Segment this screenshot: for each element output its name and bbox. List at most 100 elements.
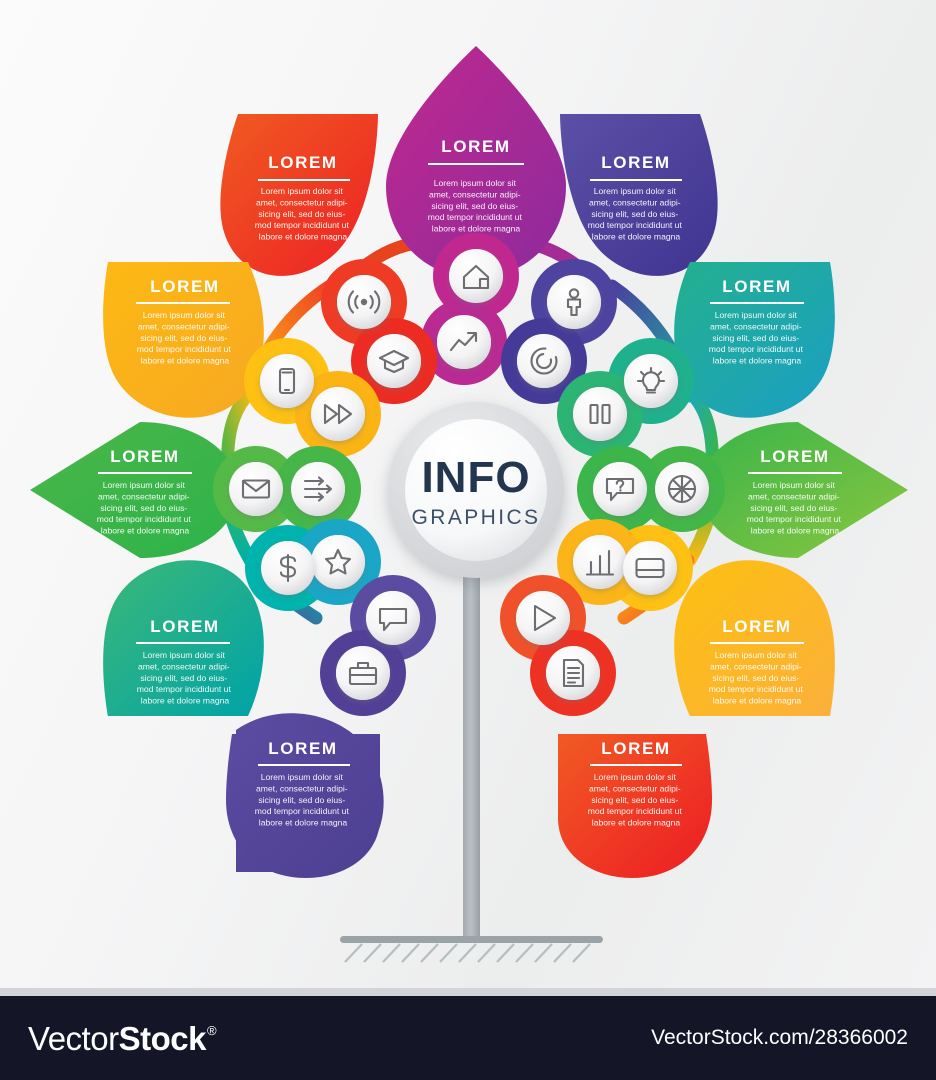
center-title-info: INFO xyxy=(421,453,530,502)
speech-bubble-icon xyxy=(378,607,408,632)
icon-button-graduation[interactable] xyxy=(367,334,421,388)
petal-title-mid-left: LOREM xyxy=(110,447,179,466)
ring-r-2[interactable] xyxy=(557,371,643,457)
credit-card-icon xyxy=(635,557,665,579)
icon-button-smartphone[interactable] xyxy=(260,354,314,408)
branch-top[interactable]: LOREM Lorem ipsum dolor sit amet, consec… xyxy=(386,46,566,278)
logo-part-vector: Vector xyxy=(28,1019,119,1057)
icon-button-creditcard[interactable] xyxy=(623,541,677,595)
branch-upper-left[interactable]: LOREM Lorem ipsum dolor sit amet, consec… xyxy=(220,114,378,276)
branch-bottom-left[interactable]: LOREM Lorem ipsum dolor sit amet, consec… xyxy=(226,713,384,878)
document-icon xyxy=(562,658,585,688)
petal-body-lower-left: Lorem ipsum dolor sit amet, consectetur … xyxy=(137,650,234,706)
branch-upper-right[interactable]: LOREM Lorem ipsum dolor sit amet, consec… xyxy=(560,114,718,276)
ring-pair-mid-right xyxy=(577,446,725,532)
logo-part-stock: Stock xyxy=(118,1019,207,1057)
smartphone-icon xyxy=(278,367,296,395)
petal-shape-right[interactable] xyxy=(674,262,835,418)
branch-bottom-right[interactable]: LOREM Lorem ipsum dolor sit amet, consec… xyxy=(558,734,712,878)
tree-infographic-svg: LOREM Lorem ipsum dolor sit amet, consec… xyxy=(30,46,908,963)
petal-shape-mid-right[interactable] xyxy=(700,422,908,558)
ring-pair-bottom-right xyxy=(500,575,616,716)
ring-l-2[interactable] xyxy=(295,371,381,457)
petal-shape-lower-right[interactable] xyxy=(674,560,835,716)
petal-shape-top[interactable] xyxy=(386,46,566,278)
ring-pair-lower-left xyxy=(245,519,381,611)
petal-body-mid-right: Lorem ipsum dolor sit amet, consectetur … xyxy=(747,480,844,536)
branch-left[interactable]: LOREM Lorem ipsum dolor sit amet, consec… xyxy=(103,262,264,418)
branch-mid-left[interactable]: LOREM Lorem ipsum dolor sit amet, consec… xyxy=(30,422,238,558)
branch-right[interactable]: LOREM Lorem ipsum dolor sit amet, consec… xyxy=(674,262,835,418)
ring-pair-bottom-left xyxy=(320,575,436,716)
icon-button-question[interactable] xyxy=(593,462,647,516)
watermark-separator xyxy=(0,988,936,996)
tree-trunk-group xyxy=(340,470,603,963)
person-icon xyxy=(566,288,582,317)
globe-icon xyxy=(667,474,697,504)
petal-title-lower-right: LOREM xyxy=(722,617,791,636)
ring-pair-mid-left xyxy=(213,446,361,532)
center-title-graphics: GRAPHICS xyxy=(412,506,541,529)
petal-title-right: LOREM xyxy=(722,277,791,296)
dollar-icon xyxy=(279,553,297,583)
icon-button-speech[interactable] xyxy=(366,591,420,645)
icon-button-growth[interactable] xyxy=(437,315,491,369)
petal-title-upper-right: LOREM xyxy=(601,153,670,172)
ring-pair-upper-left xyxy=(321,259,437,404)
ring-pair-top xyxy=(421,233,519,385)
petal-body-bottom-right: Lorem ipsum dolor sit amet, consectetur … xyxy=(588,772,685,828)
petal-body-bottom-left: Lorem ipsum dolor sit amet, consectetur … xyxy=(255,772,352,828)
petal-shape-upper-left[interactable] xyxy=(220,114,378,276)
petal-shape-bottom-left-body xyxy=(226,734,380,878)
branch-lower-left[interactable]: LOREM Lorem ipsum dolor sit amet, consec… xyxy=(103,560,264,716)
ring-pair-lower-right xyxy=(557,519,693,611)
petal-shape-mid-left[interactable] xyxy=(30,422,238,558)
petal-title-top: LOREM xyxy=(441,137,510,156)
ring-br-2[interactable] xyxy=(530,630,616,716)
branch-mid-right[interactable]: LOREM Lorem ipsum dolor sit amet, consec… xyxy=(700,422,908,558)
icon-button-star[interactable] xyxy=(311,535,365,589)
icon-button-lightbulb[interactable] xyxy=(624,354,678,408)
petal-title-upper-left: LOREM xyxy=(268,153,337,172)
petal-title-bottom-left: LOREM xyxy=(268,739,337,758)
home-icon xyxy=(462,264,490,290)
petal-shape-upper-right[interactable] xyxy=(560,114,718,276)
petal-body-right: Lorem ipsum dolor sit amet, consectetur … xyxy=(709,310,806,366)
bar-chart-icon xyxy=(585,549,615,576)
icon-button-home[interactable] xyxy=(449,249,503,303)
arrows-distribute-icon xyxy=(303,476,333,502)
play-icon xyxy=(533,604,557,632)
icon-button-play[interactable] xyxy=(516,591,570,645)
petal-title-lower-left: LOREM xyxy=(150,617,219,636)
icon-button-briefcase[interactable] xyxy=(336,646,390,700)
growth-arrow-icon xyxy=(449,331,478,352)
icon-button-person[interactable] xyxy=(547,275,601,329)
graduation-cap-icon xyxy=(378,349,410,374)
icon-button-envelope[interactable] xyxy=(229,462,283,516)
petal-body-mid-left: Lorem ipsum dolor sit amet, consectetur … xyxy=(97,480,194,536)
petal-body-upper-right: Lorem ipsum dolor sit amet, consectetur … xyxy=(588,186,685,242)
petal-shape-lower-left[interactable] xyxy=(103,560,264,716)
petal-title-left: LOREM xyxy=(150,277,219,296)
ring-ul-2[interactable] xyxy=(351,318,437,404)
center-logo-group[interactable]: INFO GRAPHICS xyxy=(388,402,564,578)
icon-button-refresh[interactable] xyxy=(517,334,571,388)
branch-lower-right[interactable]: LOREM Lorem ipsum dolor sit amet, consec… xyxy=(674,560,835,716)
ring-bl-2[interactable] xyxy=(320,630,406,716)
question-bubble-icon xyxy=(605,477,635,502)
ring-pair-left xyxy=(244,338,381,457)
petal-shape-left[interactable] xyxy=(103,262,264,418)
ring-pair-right xyxy=(557,338,694,457)
pause-icon xyxy=(589,403,611,425)
petal-body-left: Lorem ipsum dolor sit amet, consectetur … xyxy=(137,310,234,366)
petal-title-bottom-right: LOREM xyxy=(601,739,670,758)
petal-shape-bottom-right xyxy=(558,734,712,878)
ring-ur-2[interactable] xyxy=(501,318,587,404)
ring-pair-upper-right xyxy=(501,259,617,404)
wifi-signal-icon xyxy=(347,290,381,314)
petal-body-top: Lorem ipsum dolor sit amet, consectetur … xyxy=(428,178,525,234)
icon-button-pause[interactable] xyxy=(573,387,627,441)
